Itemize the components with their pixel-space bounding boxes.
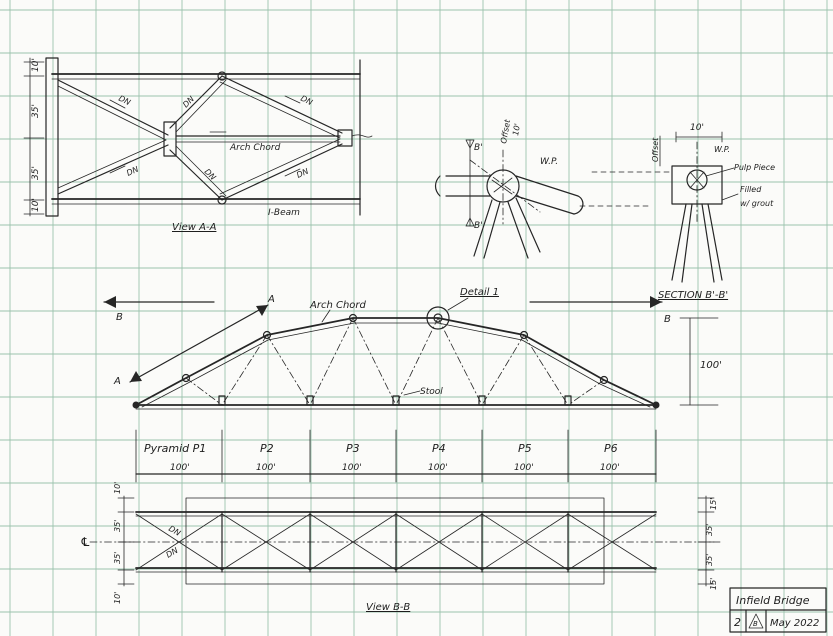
elev-stool-label: Stool <box>420 387 443 397</box>
aa-dim-left-2: 35' <box>31 104 41 118</box>
aa-dn-4: DN <box>125 165 140 178</box>
bb-deck-outline <box>185 497 605 585</box>
bb-dim-left-2: 35' <box>113 520 122 532</box>
aa-end-plate <box>337 129 353 147</box>
elev-span-dim-4: 100' <box>428 463 448 473</box>
elev-sec-b-right: B <box>664 314 671 325</box>
elev-sec-a-top: A <box>267 294 275 305</box>
aa-arch-chord-label: Arch Chord <box>229 143 281 153</box>
section-bb: 10' Offset W.P. Pulp Piece Filled w/ gro… <box>591 123 775 301</box>
title-block-title: Infield Bridge <box>736 594 810 607</box>
elev-arch-chord-label: Arch Chord <box>309 300 367 311</box>
elev-arch-chord <box>135 317 657 406</box>
section-bb-title: SECTION B'-B' <box>658 290 728 301</box>
aa-dn-2: DN <box>181 94 196 109</box>
view-aa-plan: 10' 35' 35' 10' DN DN DN DN DN DN Arch C… <box>23 57 373 233</box>
elev-height-dim: 100' <box>700 360 722 371</box>
title-block-sheet: 2 <box>734 616 741 629</box>
detail1-b-top: B' <box>474 143 483 153</box>
elev-span-name-6: P6 <box>604 442 618 455</box>
aa-dn-6: DN <box>295 167 310 180</box>
title-block-date: May 2022 <box>770 618 819 629</box>
detail1-wp: W.P. <box>540 157 558 167</box>
detail1-b-bot: B' <box>474 221 483 231</box>
section-bb-filled-2: w/ grout <box>740 199 774 208</box>
bb-centerline-symbol: ℄ <box>80 535 91 549</box>
detail1-offset: Offset <box>499 118 512 144</box>
aa-dn-5: DN <box>203 167 218 182</box>
elev-span-dim-3: 100' <box>342 463 362 473</box>
elev-span-name-4: P4 <box>432 442 446 455</box>
view-bb-plan: ℄ DN DN 10' 35' 35' 10' 15' 35' 35' 15' … <box>80 482 721 613</box>
elev-span-dim-2: 100' <box>256 463 276 473</box>
section-bb-offset: Offset <box>651 137 660 162</box>
bb-dim-left-1: 10' <box>113 482 122 494</box>
bb-title: View B-B <box>366 602 410 613</box>
aa-dim-left-1: 10' <box>31 58 41 72</box>
section-bb-filled-1: Filled <box>740 185 762 194</box>
bb-dim-right-1: 15' <box>709 498 718 510</box>
aa-i-beam-label: I-Beam <box>268 208 300 218</box>
aa-title: View A-A <box>172 222 217 233</box>
elev-span-name-5: P5 <box>518 442 532 455</box>
title-block-rev: B <box>753 620 758 628</box>
detail-1: Offset 10' W.P. B' B' <box>434 118 651 259</box>
aa-end-column <box>45 57 59 217</box>
truss-elevation: B B A A <box>103 287 722 483</box>
aa-dim-left-4: 10' <box>31 198 41 212</box>
elev-span-name-2: P2 <box>260 442 274 455</box>
elev-sec-b-left: B <box>116 312 123 323</box>
bb-dim-right-2: 35' <box>705 524 714 536</box>
section-bb-pulp: Pulp Piece <box>734 163 775 172</box>
aa-dim-left-3: 35' <box>31 166 41 180</box>
elev-sec-a-bottom: A <box>113 376 121 387</box>
bb-dim-right-4: 15' <box>709 578 718 590</box>
bb-dim-right-3: 35' <box>705 554 714 566</box>
detail1-ten: 10' <box>511 123 522 137</box>
elev-detail-1-callout <box>426 306 450 330</box>
bb-dn-2: DN <box>165 546 180 560</box>
elev-span-dim-1: 100' <box>170 463 190 473</box>
elev-span-name-1: Pyramid P1 <box>144 442 206 455</box>
bb-dim-left-4: 10' <box>113 592 122 604</box>
title-block: Infield Bridge 2 B May 2022 <box>729 587 827 633</box>
elev-detail-1-label: Detail 1 <box>460 287 499 298</box>
aa-mid-plate <box>163 121 177 157</box>
elev-span-dim-6: 100' <box>600 463 620 473</box>
elev-span-dim-5: 100' <box>514 463 534 473</box>
section-bb-wp: W.P. <box>714 145 730 154</box>
bb-dim-left-3: 35' <box>113 552 122 564</box>
elev-span-name-3: P3 <box>346 442 360 455</box>
section-bb-ten: 10' <box>690 123 704 133</box>
